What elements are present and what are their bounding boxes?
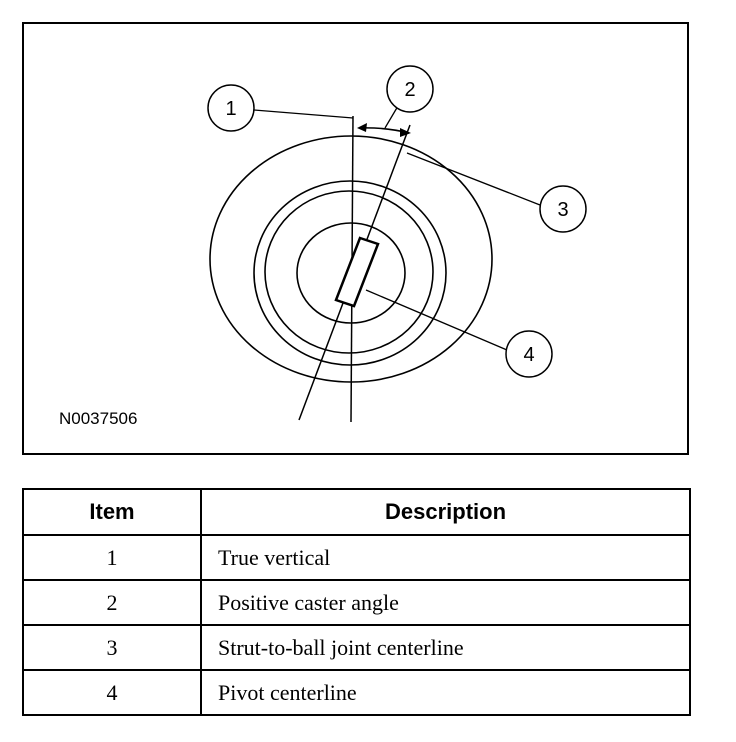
header-description: Description bbox=[200, 488, 691, 536]
table-row: 2 Positive caster angle bbox=[22, 579, 691, 626]
callout-1: 1 bbox=[207, 84, 255, 132]
arc-arrowhead-left bbox=[357, 123, 367, 132]
callout-2-number: 2 bbox=[404, 79, 415, 101]
leader-line-4 bbox=[365, 289, 508, 351]
item-number: 2 bbox=[22, 579, 202, 626]
callout-3: 3 bbox=[539, 185, 587, 233]
item-number: 3 bbox=[22, 624, 202, 671]
callout-3-number: 3 bbox=[557, 199, 568, 221]
callout-3-circle bbox=[539, 185, 587, 233]
leader-line-2 bbox=[384, 105, 399, 129]
arc-arrowhead-right bbox=[400, 128, 411, 137]
item-description: Pivot centerline bbox=[200, 669, 691, 716]
table-header-row: Item Description bbox=[22, 488, 691, 536]
figure-code: N0037506 bbox=[59, 409, 137, 428]
callout-1-circle bbox=[207, 84, 255, 132]
table-row: 3 Strut-to-ball joint centerline bbox=[22, 624, 691, 671]
figure-frame: 1 2 3 4 N0037506 bbox=[22, 22, 689, 455]
callout-1-number: 1 bbox=[225, 98, 236, 120]
legend-table: Item Description 1 True vertical 2 Posit… bbox=[22, 488, 691, 716]
callout-4-circle bbox=[505, 330, 553, 378]
item-description: True vertical bbox=[200, 534, 691, 581]
callout-4-number: 4 bbox=[523, 344, 534, 366]
item-description: Positive caster angle bbox=[200, 579, 691, 626]
header-item: Item bbox=[22, 488, 202, 536]
table-row: 4 Pivot centerline bbox=[22, 669, 691, 716]
item-description: Strut-to-ball joint centerline bbox=[200, 624, 691, 671]
callout-4: 4 bbox=[505, 330, 553, 378]
item-number: 1 bbox=[22, 534, 202, 581]
callout-2-circle bbox=[386, 65, 434, 113]
caster-diagram: 1 2 3 4 N0037506 bbox=[59, 65, 587, 428]
leader-line-3 bbox=[406, 152, 541, 206]
strut-rectangle bbox=[334, 236, 380, 308]
wheel-rim-inner-circle bbox=[264, 190, 434, 354]
leader-line-1 bbox=[253, 109, 354, 119]
table-row: 1 True vertical bbox=[22, 534, 691, 581]
wheel-rim-outer-circle bbox=[253, 180, 447, 366]
callout-2: 2 bbox=[386, 65, 434, 113]
item-number: 4 bbox=[22, 669, 202, 716]
